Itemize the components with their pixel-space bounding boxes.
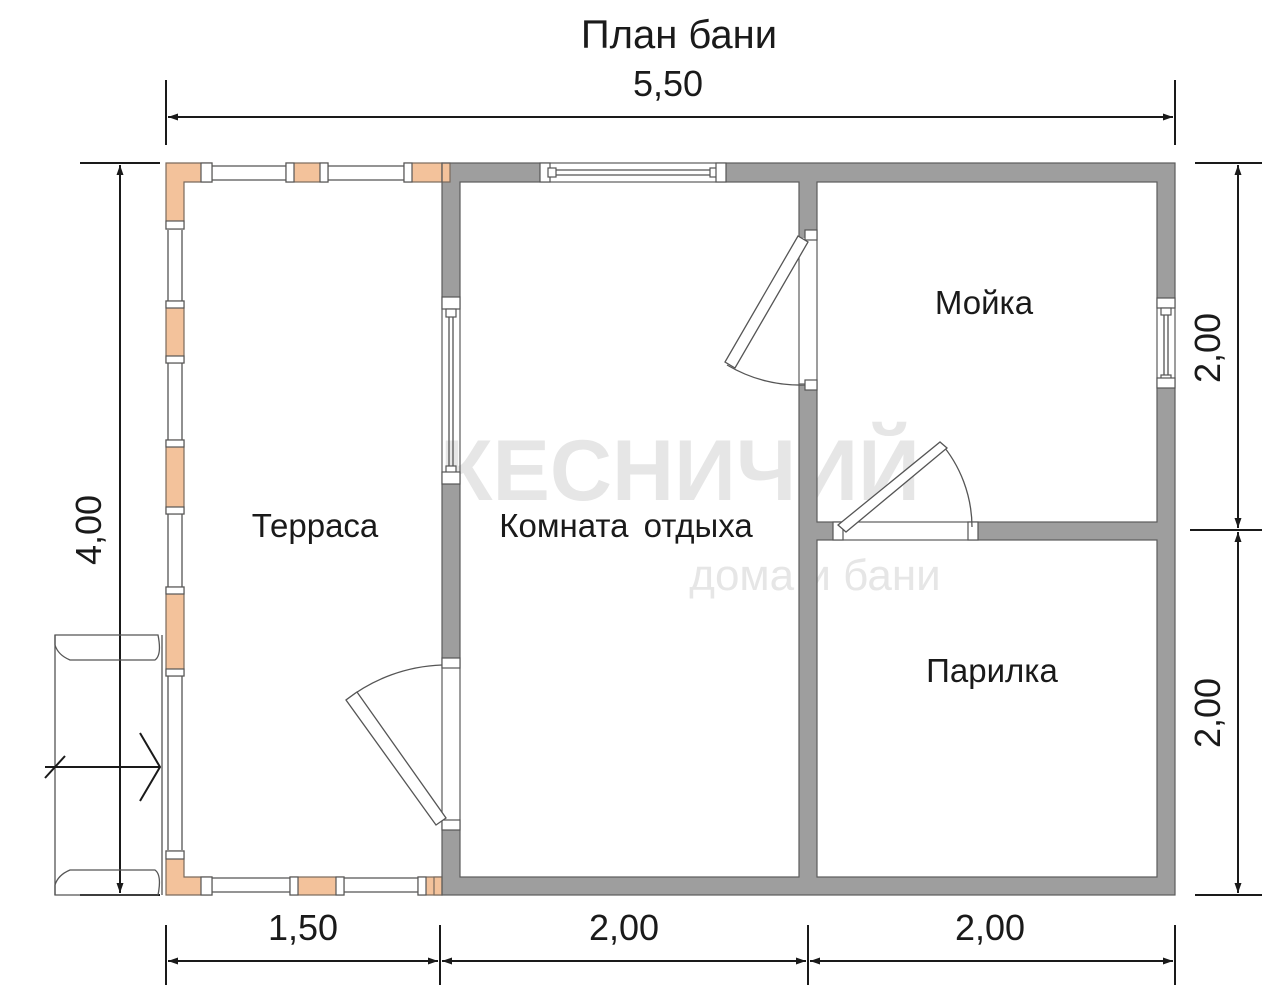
- room-label-rest-room: Комната отдыха: [499, 507, 753, 544]
- dimension-bottom: [165, 925, 1176, 985]
- dimension-overall-width: [165, 80, 1176, 145]
- entrance-steps: [44, 634, 163, 896]
- watermark-brand: КЕСНИЧИЙ: [440, 422, 920, 519]
- rest-room-window: [539, 162, 727, 183]
- wash-room-door[interactable]: [724, 229, 818, 391]
- dimension-wash-room-depth-label: 2,00: [1187, 313, 1228, 383]
- room-label-terrace: Терраса: [252, 507, 379, 544]
- plan-title: План бани: [581, 13, 777, 57]
- dimension-right: [1190, 162, 1262, 896]
- dimension-steam-room-depth-label: 2,00: [1187, 678, 1228, 748]
- terrace-window: [441, 296, 461, 485]
- dimension-rest-room-width-label: 2,00: [589, 907, 659, 948]
- wash-room-window: [1156, 297, 1176, 389]
- steam-room-door[interactable]: [832, 441, 979, 541]
- dimension-steam-block-width-label: 2,00: [955, 907, 1025, 948]
- dimension-overall-depth-label: 4,00: [68, 495, 109, 565]
- rest-room-door[interactable]: [345, 657, 461, 831]
- dimension-terrace-width-label: 1,50: [268, 907, 338, 948]
- room-label-wash-room: Мойка: [935, 284, 1034, 321]
- wall-outlines: [441, 162, 1176, 896]
- dimension-overall-width-label: 5,50: [633, 63, 703, 104]
- room-label-steam-room: Парилка: [926, 652, 1058, 689]
- walls: [433, 162, 1175, 896]
